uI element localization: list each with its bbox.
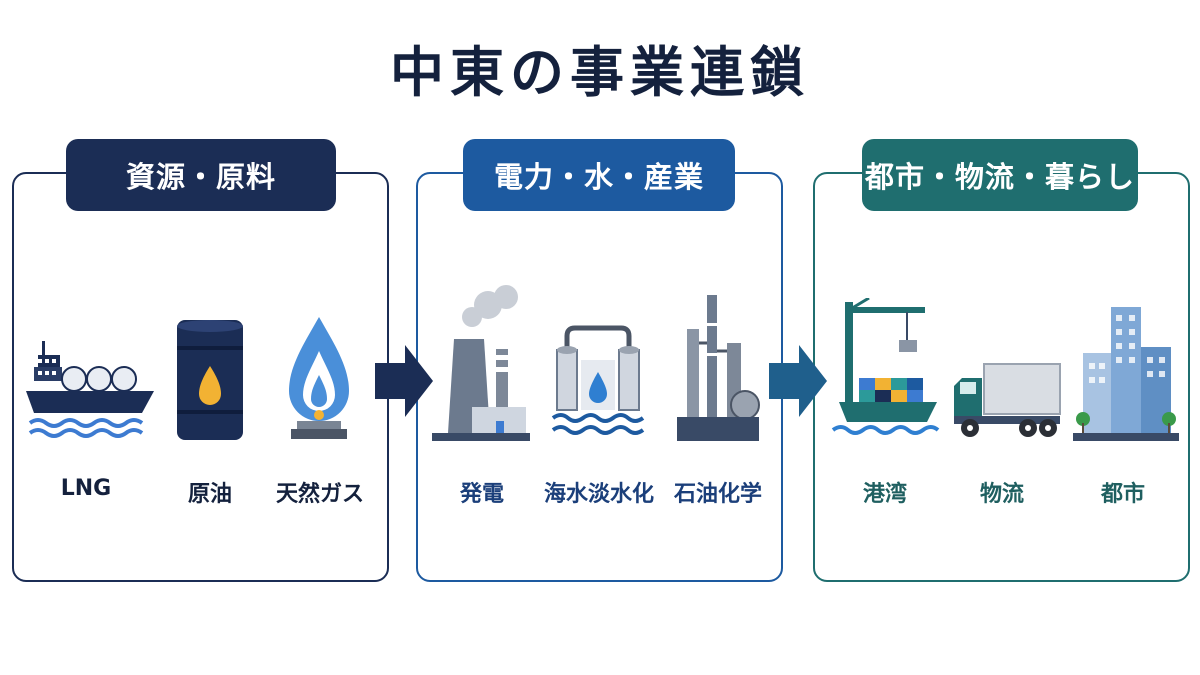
panel-title-city-logistics-life: 都市・物流・暮らし	[862, 139, 1138, 211]
city-buildings-icon	[1073, 307, 1179, 441]
item-label-power-generation: 発電	[459, 482, 505, 507]
item-label-petrochemicals: 石油化学	[673, 482, 763, 507]
flow-arrow-1-icon	[375, 345, 433, 417]
desalination-plant-icon	[551, 325, 645, 435]
item-label-city: 都市	[1100, 482, 1146, 507]
petrochemical-plant-icon	[677, 295, 760, 441]
item-label-natural-gas: 天然ガス	[275, 482, 365, 507]
panel-title-power-water-industry: 電力・水・産業	[463, 139, 735, 211]
page-title: 中東の事業連鎖	[390, 41, 810, 104]
item-label-port: 港湾	[862, 482, 908, 507]
item-label-lng: LNG	[60, 476, 112, 501]
gas-flame-icon	[289, 317, 349, 439]
lng-tanker-icon	[26, 341, 154, 438]
item-label-desalination: 海水淡水化	[543, 482, 655, 507]
flow-arrow-2-icon	[769, 345, 827, 417]
item-label-logistics: 物流	[979, 482, 1025, 507]
panel-title-resources: 資源・原料	[66, 139, 336, 211]
truck-icon	[954, 363, 1061, 437]
port-crane-ship-icon	[831, 298, 940, 435]
oil-barrel-icon	[177, 320, 243, 440]
item-label-crude-oil: 原油	[187, 482, 233, 507]
power-plant-icon	[432, 285, 530, 441]
